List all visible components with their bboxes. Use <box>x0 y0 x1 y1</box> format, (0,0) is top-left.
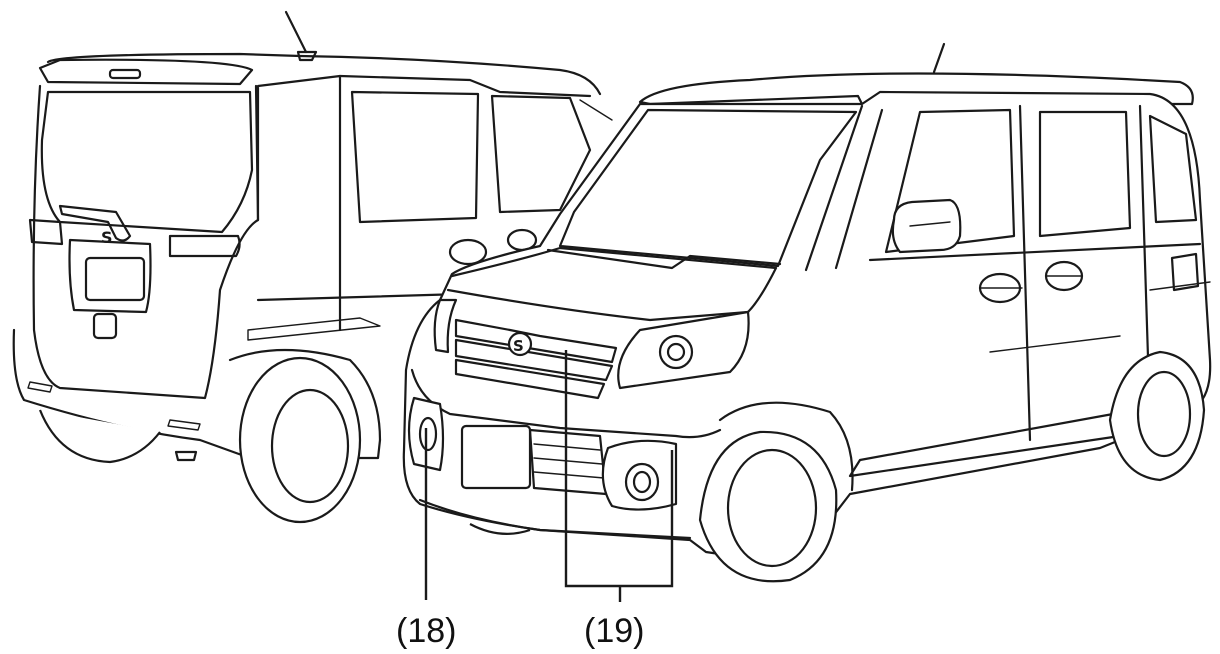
right-fog-lamp <box>601 439 678 511</box>
side-mirror <box>891 198 962 254</box>
rear-bumper <box>12 328 382 460</box>
rear-door-window <box>490 94 592 214</box>
plate-recess <box>68 238 152 314</box>
front-body <box>402 90 1212 562</box>
rear-door-handle <box>448 238 488 266</box>
rear-license-plate <box>84 256 146 302</box>
front-grille <box>454 318 618 364</box>
brake-light-icon <box>108 68 142 80</box>
front-right-wheel <box>698 430 838 583</box>
rear-view-car: S <box>12 10 613 524</box>
front-antenna <box>932 42 946 74</box>
suzuki-s-logo-icon: S <box>101 228 113 247</box>
side-marker <box>1170 252 1200 292</box>
rear-garnish <box>58 204 132 242</box>
front-view-car: S <box>402 42 1212 583</box>
rear-side-window <box>350 90 480 224</box>
callout-18: (18) <box>396 612 457 650</box>
rear-spoiler <box>38 58 254 86</box>
slide-door-window <box>1038 110 1132 238</box>
callout-19: (19) <box>584 612 645 650</box>
rear-left-wheel <box>38 409 161 464</box>
rear-window <box>40 90 254 234</box>
hood-edge <box>446 288 750 322</box>
right-tail-lamp <box>168 234 241 258</box>
wipers <box>546 248 782 270</box>
rear-antenna <box>284 10 308 54</box>
rear-roof <box>46 52 602 96</box>
rear-handle <box>92 312 118 340</box>
left-tail-lamp <box>28 218 64 246</box>
suzuki-s-logo-icon: S <box>513 337 524 355</box>
rear-tailgate <box>32 84 260 400</box>
left-headlamp <box>433 298 458 354</box>
rear-right-wheel <box>238 356 362 524</box>
rear-quarter-window <box>1148 114 1198 224</box>
callout-leaders <box>424 350 674 602</box>
front-door-window <box>884 108 1016 254</box>
windshield <box>558 108 858 268</box>
front-license-plate <box>460 424 532 490</box>
